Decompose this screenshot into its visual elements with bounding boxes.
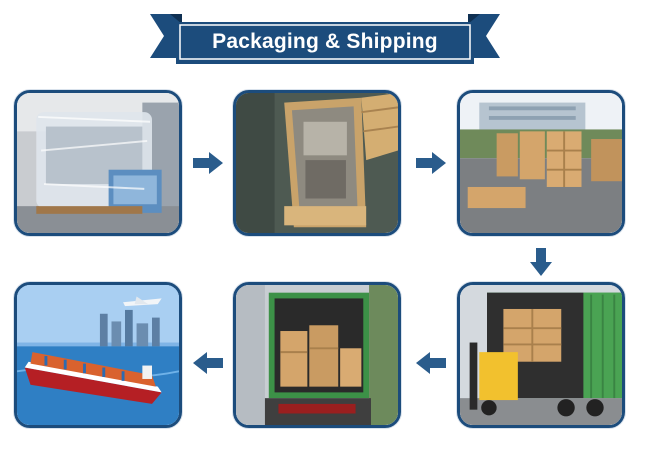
- photo-container-ship: [14, 282, 182, 428]
- machine-wrapped-image: [17, 93, 179, 233]
- arrow-left-icon: [193, 352, 223, 374]
- arrow-left-2: [193, 352, 223, 374]
- crates-in-container-image: [236, 285, 398, 425]
- arrow-right-icon: [416, 152, 446, 174]
- banner-ribbon-shape: [150, 14, 500, 64]
- forklift-loading-image: [460, 285, 622, 425]
- arrow-right-2: [416, 152, 446, 174]
- arrow-right-1: [193, 152, 223, 174]
- arrow-down-icon: [530, 248, 552, 276]
- banner-title: Packaging & Shipping: [212, 30, 438, 53]
- photo-machine-in-crate: [233, 90, 401, 236]
- arrow-down: [530, 248, 552, 276]
- photo-machine-wrapped: [14, 90, 182, 236]
- arrow-right-icon: [193, 152, 223, 174]
- crates-in-yard-image: [460, 93, 622, 233]
- section-banner: Packaging & Shipping: [150, 10, 500, 68]
- arrow-left-1: [416, 352, 446, 374]
- photo-forklift-loading: [457, 282, 625, 428]
- photo-crates-in-yard: [457, 90, 625, 236]
- photo-crates-in-container: [233, 282, 401, 428]
- container-ship-image: [17, 285, 179, 425]
- arrow-left-icon: [416, 352, 446, 374]
- machine-in-crate-image: [236, 93, 398, 233]
